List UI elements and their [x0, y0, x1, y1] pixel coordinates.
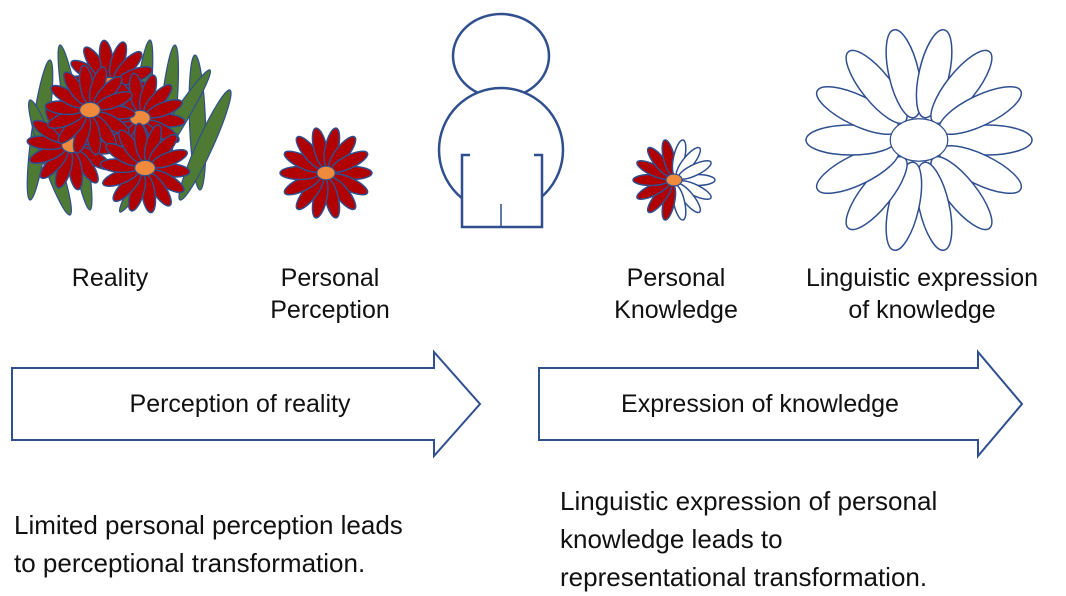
arrow-label-expression: Expression of knowledge: [621, 390, 899, 418]
label-personal-knowledge: Personal Knowledge: [614, 264, 738, 324]
personal-perception-flower-icon: [279, 127, 373, 219]
personal-knowledge-flower-icon: [632, 139, 716, 221]
perception-arrow: [11, 349, 482, 459]
reality-bouquet-icon: [26, 39, 232, 216]
expression-arrow: [538, 349, 1024, 459]
caption-right: Linguistic expression of personal knowle…: [560, 486, 938, 592]
label-linguistic-expression: Linguistic expression of knowledge: [805, 264, 1039, 324]
label-reality: Reality: [71, 264, 149, 292]
person-figure-icon: [437, 12, 565, 229]
label-personal-perception: Personal Perception: [270, 264, 390, 324]
arrow-label-perception: Perception of reality: [129, 390, 351, 418]
caption-left: Limited personal perception leads to per…: [14, 510, 403, 578]
linguistic-expression-flower-icon: [805, 28, 1033, 252]
